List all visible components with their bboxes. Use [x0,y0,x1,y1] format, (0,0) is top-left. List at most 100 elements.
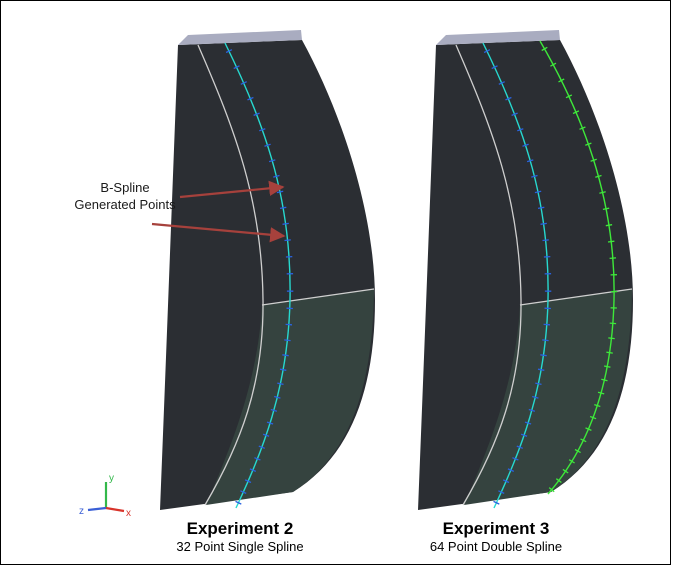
spline-point-mark [235,500,242,505]
axis-y-label: y [109,473,114,484]
spline-point-mark [601,378,608,382]
spline-point-mark [607,240,615,243]
spline-point-mark [244,479,252,484]
spline-point-mark [585,427,592,431]
caption-subtitle: 64 Point Double Spline [429,539,563,554]
spline-point-mark [507,468,515,472]
axis-z-label: z [79,506,84,517]
spline-point-mark [537,206,545,210]
spline-point-mark [483,49,491,54]
caption-title: Experiment 3 [442,519,550,538]
spline-point-mark [609,257,617,260]
spline-point-mark [599,191,606,194]
spline-point-mark [579,126,586,130]
spline-point-mark [268,159,276,163]
caption-experiment-2: Experiment 2 32 Point Single Spline [130,518,350,555]
spline-point-mark [562,468,569,474]
spline-point-mark [264,143,271,147]
solid-top-face [436,30,560,45]
spline-point-mark [511,112,518,117]
spline-point-mark [580,438,587,443]
spline-point-mark [240,490,247,494]
spline-point-mark [572,110,580,115]
spline-point-mark [273,174,280,178]
spline-point-mark [274,395,281,399]
arrow-lower [151,222,286,243]
spline-point-mark [279,206,287,210]
arrow-upper [179,180,285,199]
spline-point-mark [240,81,247,85]
spline-point-mark [258,445,266,449]
axis-x-label: x [126,508,131,519]
solids-layer [160,30,633,510]
spline-curve [547,299,615,495]
axis-x [105,506,125,513]
spline-point-mark [574,448,581,454]
spline-point-mark [608,337,615,340]
spline-point-mark [605,224,613,227]
spline-point-mark [532,395,539,399]
spline-point-mark [498,490,505,494]
spline-point-mark [270,408,278,412]
spline-point-mark [253,112,260,117]
spline-point-mark [568,459,575,464]
spline-point-mark [594,403,601,408]
axis-triad: y x z [79,473,131,519]
spline-point-mark [535,382,542,386]
spline-point-mark [249,468,257,472]
solid-experiment-3 [418,30,633,510]
spline-curve [482,42,549,301]
spline-point-mark [259,128,266,132]
solid-experiment-2 [160,30,375,510]
spline-point-mark [548,487,555,493]
spline-point-mark [558,78,565,83]
spline-point-mark [524,421,532,425]
spline-point-mark [279,368,287,371]
spline-point-mark [233,65,240,70]
spline-point-mark [520,433,528,437]
spline-point-mark [590,158,597,162]
axis-z [87,506,107,512]
spline-point-mark [528,408,536,412]
caption-experiment-3: Experiment 3 64 Point Double Spline [386,518,606,555]
annotation-arrows [151,180,286,243]
annotation-line-1: B-Spline [100,180,150,195]
spline-1 [482,42,552,509]
spline-point-mark [526,159,534,163]
solid-lower-section [464,289,632,505]
spline-curve [224,42,291,301]
spline-point-mark [595,174,602,178]
spline-point-mark [540,222,547,225]
spline-point-mark [493,500,500,505]
spline-point-mark [262,433,270,437]
spline-point-mark [498,81,505,85]
spline-2 [539,40,618,495]
spline-point-mark [502,479,510,484]
spline-point-mark [282,354,289,357]
caption-title: Experiment 2 [186,519,294,538]
spline-point-mark [254,457,261,461]
spline-curve [539,40,615,301]
spline-point-mark [531,174,538,178]
spline-point-mark [522,143,529,147]
spline-point-mark [516,445,524,449]
spline-point-mark [550,62,557,67]
spline-point-mark [597,391,605,395]
spline-point-mark [589,415,597,420]
spline-point-mark [602,207,610,211]
spline-point-mark [284,339,291,342]
spline-point-mark [541,46,548,52]
solid-lower-section [206,289,374,505]
spline-point-mark [282,222,289,225]
inner-arc-edge [455,44,522,506]
spline-point-mark [534,190,542,194]
spline-point-mark [542,339,549,342]
spline-point-mark [512,457,519,461]
spline-point-mark [491,65,498,70]
split-edge [261,288,375,306]
spline-curve [235,299,291,509]
spline-point-mark [266,421,274,425]
spline-point-mark [247,96,254,101]
